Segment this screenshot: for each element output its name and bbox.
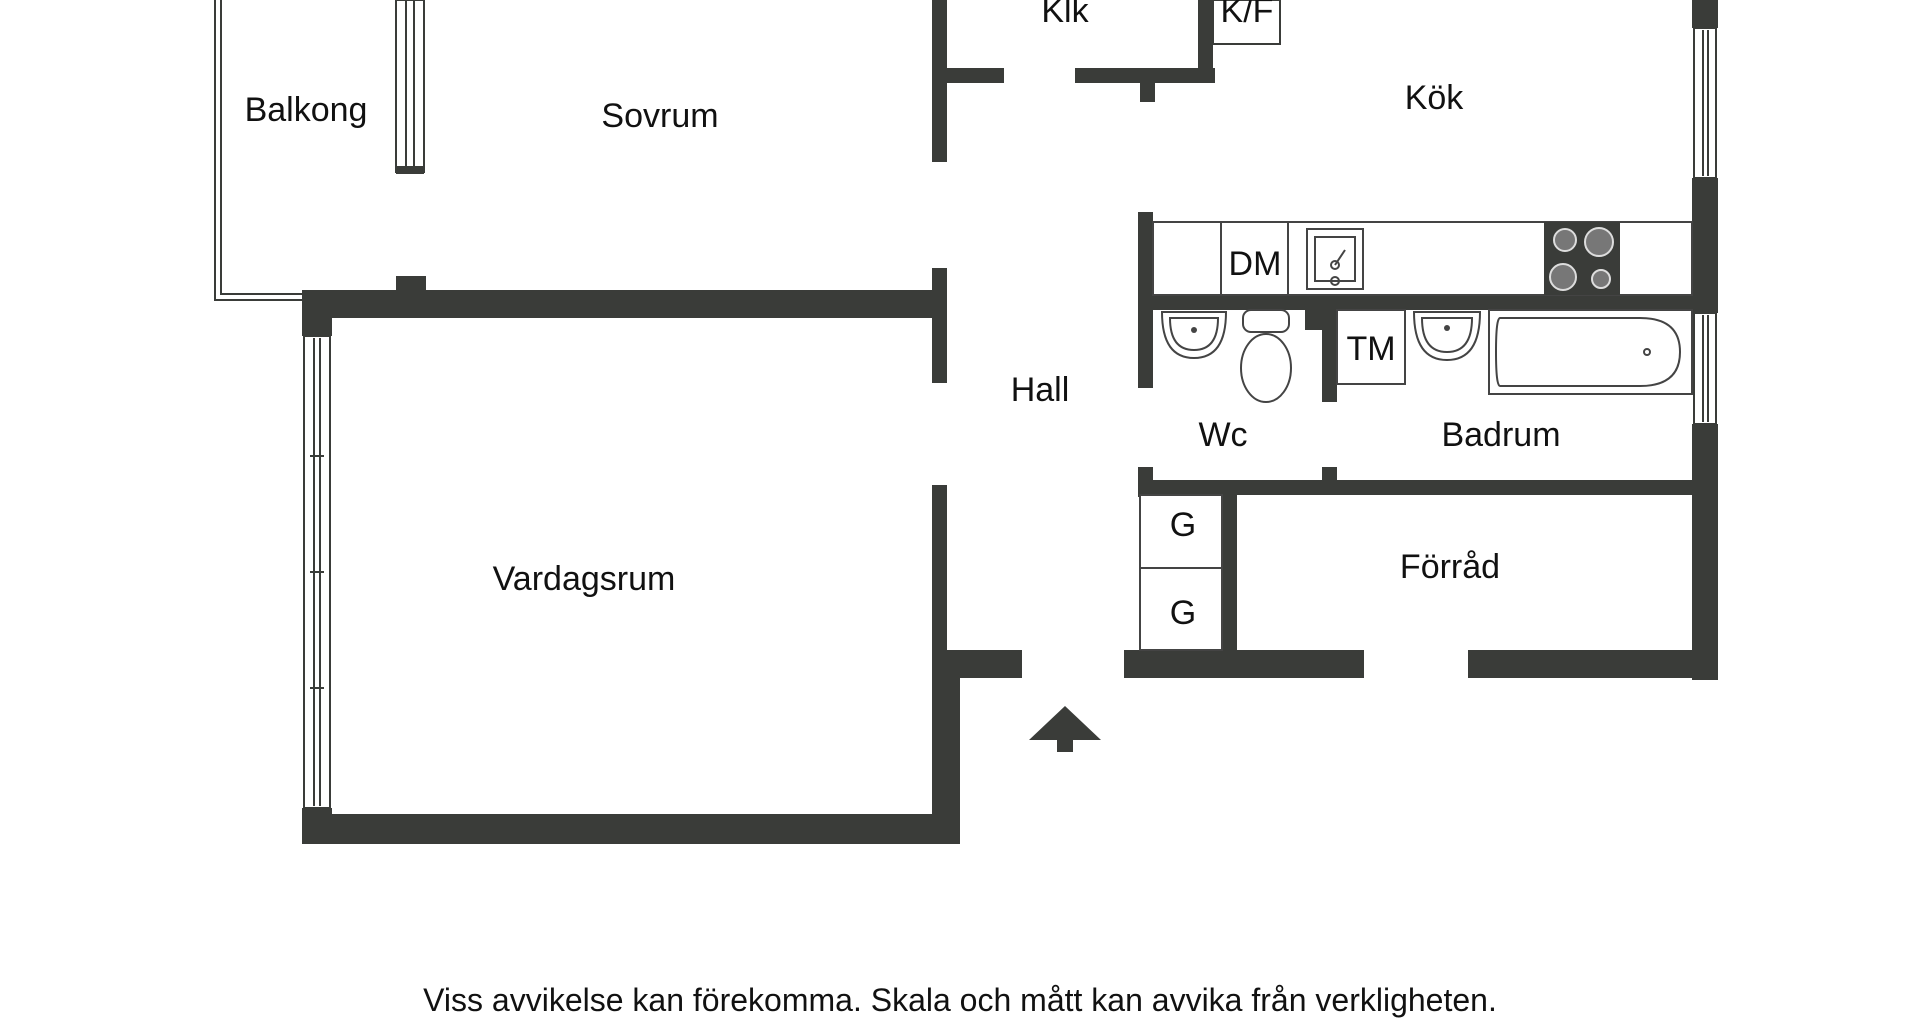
walls [302,0,1718,844]
room-label-badrum: Badrum [1441,416,1560,454]
room-label-kok: Kök [1405,79,1465,117]
bath-sink-icon [1412,311,1482,362]
disclaimer-text: Viss avvikelse kan förekomma. Skala och … [423,982,1497,1018]
stove-icon [1544,222,1620,295]
room-label-balkong: Balkong [245,91,368,129]
room-label-sovrum: Sovrum [601,97,718,135]
toilet-icon [1240,309,1292,403]
fixture-label-g-bottom: G [1170,594,1196,632]
vardagsrum-window [303,335,331,809]
room-label-forrad: Förråd [1400,548,1500,586]
fixture-label-dm: DM [1229,245,1282,283]
g-cabinets [1139,494,1223,651]
room-label-hall: Hall [1011,371,1070,409]
balcony-outline [214,0,303,301]
room-label-wc: Wc [1198,416,1247,454]
room-label-kf: K/F [1221,0,1274,30]
sovrum-window [395,0,425,174]
entrance-arrow-icon [1029,706,1101,752]
bathroom-window [1693,312,1717,425]
room-label-vardagsrum: Vardagsrum [493,560,676,598]
fixture-label-g-top: G [1170,506,1196,544]
wc-sink-icon [1160,311,1228,360]
fixture-label-tm: TM [1346,330,1395,368]
tm-box [1336,309,1406,385]
bathtub-icon [1488,309,1693,395]
room-label-klk: Klk [1041,0,1089,30]
kitchen-window [1693,27,1717,179]
sink-icon [1306,228,1364,290]
